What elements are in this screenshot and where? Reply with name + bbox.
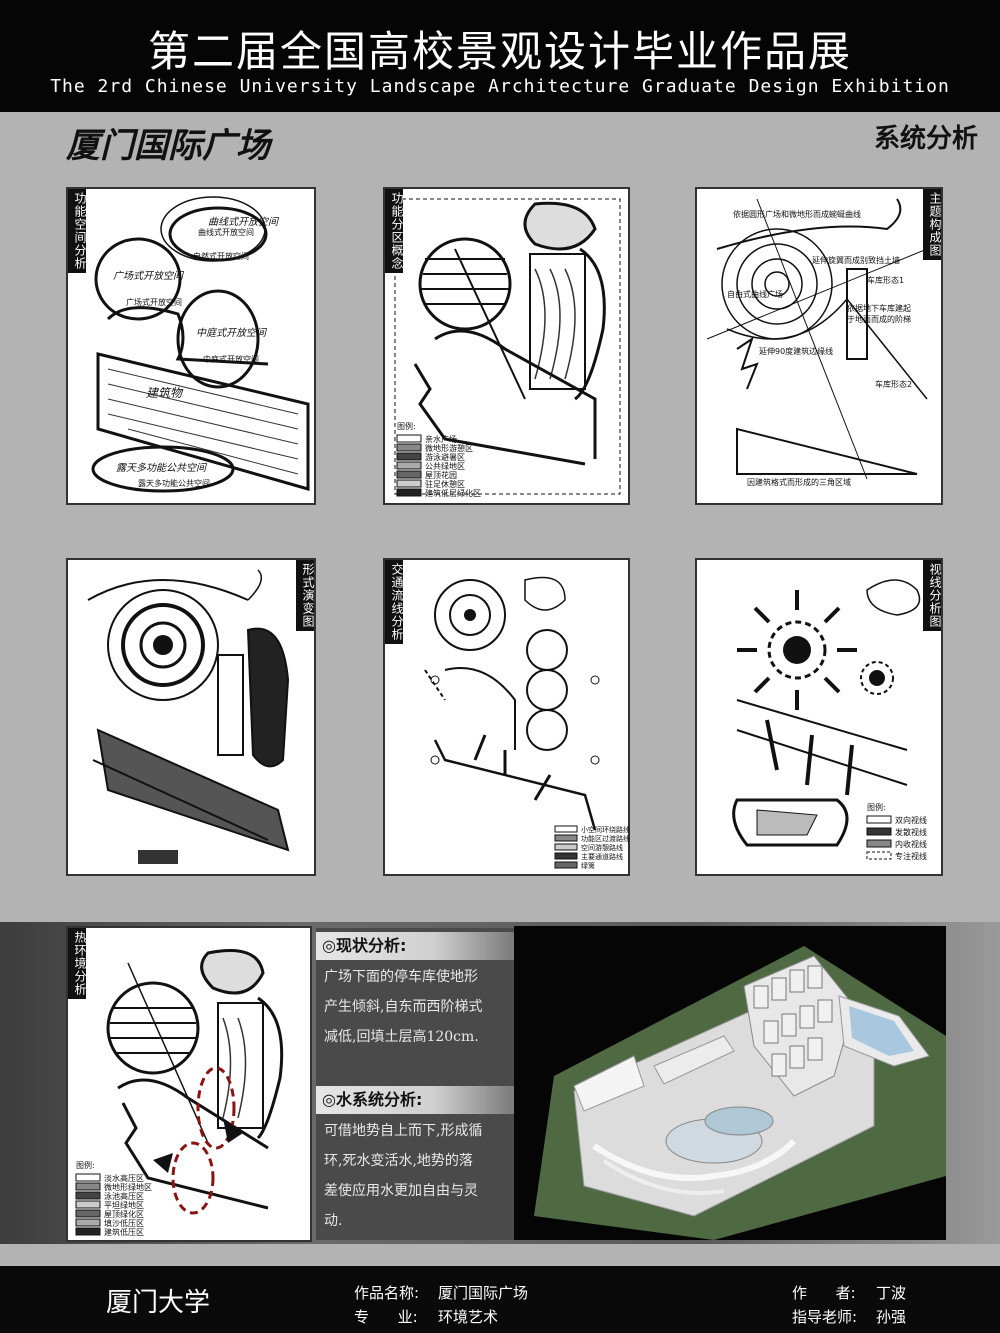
status-line: 广场下面的停车库使地形 bbox=[324, 969, 478, 985]
advisor-label: 指导老师: bbox=[792, 1308, 858, 1326]
legend-item: 泳池高压区 bbox=[104, 1192, 144, 1201]
theme-note: 延伸旋翼而成别致挡土墙 bbox=[812, 256, 900, 265]
theme-note: 自由式曲线广场 bbox=[727, 290, 783, 299]
legend-item: 专注视线 bbox=[895, 852, 927, 861]
handwriting-outdoor-space: 露天多功能公共空间 bbox=[116, 463, 206, 474]
legend-item: 双向视线 bbox=[895, 816, 927, 825]
panel-traffic-flow: 交通流线分析 小空间环绕路线 功能区过渡路线 空间游憩路线 主要通道路线 绿篱 bbox=[383, 558, 630, 876]
note-outdoor-space: 露天多功能公共空间 bbox=[138, 479, 210, 488]
sightline-legend-swatches bbox=[866, 815, 892, 860]
panel-label-sightline: 视线分析图 bbox=[923, 560, 942, 631]
theme-note: 依据地下车库建起于地面而成的阶梯 bbox=[847, 304, 911, 324]
panel-label-zoning-concept: 功能分区概念 bbox=[385, 189, 404, 273]
author-label: 作 者: bbox=[792, 1284, 856, 1302]
panel-sightline: 视线分析图 图例: 双向视线 发散视线 内收视线 专注视线 bbox=[695, 558, 943, 876]
zoning-legend-title: 图例: bbox=[397, 422, 416, 431]
advisor-value: 孙强 bbox=[876, 1308, 907, 1326]
zoning-legend-swatches bbox=[396, 434, 422, 497]
header-banner: 第二届全国高校景观设计毕业作品展 The 2rd Chinese Univers… bbox=[0, 0, 1000, 112]
sketch-function-space bbox=[91, 196, 310, 493]
legend-item: 主要通道路线 bbox=[581, 853, 623, 861]
panel-form-evolution: 形式演变图 bbox=[66, 558, 316, 876]
status-line: 产生倾斜,自东而西阶梯式 bbox=[324, 999, 483, 1015]
site-model-illustration bbox=[534, 946, 946, 1240]
note-atrium-space: 中庭式开放空间 bbox=[203, 355, 259, 364]
legend-item: 发散视线 bbox=[895, 828, 927, 837]
legend-item: 填沙低压区 bbox=[104, 1219, 144, 1228]
work-name-value: 厦门国际广场 bbox=[438, 1284, 529, 1302]
legend-item: 建筑低压区 bbox=[104, 1228, 144, 1237]
analysis-column: ◎现状分析: 广场下面的停车库使地形 产生倾斜,自东而西阶梯式 减低,回填土层高… bbox=[316, 928, 514, 1240]
note-curve-space: 曲线式开放空间 bbox=[198, 228, 254, 237]
exhibition-title-cn: 第二届全国高校景观设计毕业作品展 bbox=[147, 27, 852, 76]
major-value: 环境艺术 bbox=[438, 1308, 499, 1326]
legend-item: 淡水高压区 bbox=[104, 1174, 144, 1183]
author-value: 丁波 bbox=[876, 1284, 907, 1302]
water-analysis-heading: ◎水系统分析: bbox=[316, 1086, 514, 1114]
status-analysis-text: 广场下面的停车库使地形 产生倾斜,自东而西阶梯式 减低,回填土层高120cm. bbox=[324, 962, 510, 1052]
legend-item: 空间游憩路线 bbox=[581, 844, 623, 852]
panel-function-space: 功能空间分析 曲线式开放空间 自然式开放空间 广场式开放空间 中庭式开放空间 露… bbox=[66, 187, 316, 505]
panel-label-thermal: 热环境分析 bbox=[68, 928, 87, 999]
legend-item: 小空间环绕路线 bbox=[581, 826, 630, 834]
legend-item: 微地形游憩区 bbox=[425, 444, 473, 453]
sketch-form-evolution bbox=[87, 569, 290, 864]
legend-item: 功能区过渡路线 bbox=[581, 835, 630, 843]
legend-item: 内收视线 bbox=[895, 840, 927, 849]
water-line: 动. bbox=[324, 1213, 343, 1229]
note-plaza-space: 广场式开放空间 bbox=[126, 298, 182, 307]
panel-label-function-space: 功能空间分析 bbox=[68, 189, 87, 273]
status-analysis-heading: ◎现状分析: bbox=[316, 932, 514, 960]
theme-note: 延伸90度建筑边缘线 bbox=[759, 347, 834, 356]
panel-label-theme-composition: 主题构成图 bbox=[923, 189, 942, 260]
panel-theme-composition: 主题构成图 依据圆形广场和微地形而成蜿蜒曲线 延伸旋翼而成别致挡土墙 车库形态1… bbox=[695, 187, 943, 505]
project-title: 厦门国际广场 bbox=[66, 126, 270, 166]
legend-item: 平坦绿地区 bbox=[104, 1201, 144, 1210]
legend-item: 微地形绿地区 bbox=[104, 1183, 152, 1192]
legend-item: 建筑低层绿化区 bbox=[425, 489, 481, 498]
status-line: 减低,回填土层高120cm. bbox=[324, 1029, 479, 1045]
thermal-legend-swatches bbox=[75, 1173, 101, 1236]
theme-note: 车库形态1 bbox=[867, 276, 905, 285]
theme-note: 因建筑格式而形成的三角区域 bbox=[747, 478, 851, 487]
traffic-legend-swatches bbox=[554, 825, 578, 869]
thermal-legend-title: 图例: bbox=[76, 1161, 95, 1170]
water-line: 环,死水变活水,地势的落 bbox=[324, 1153, 473, 1169]
legend-item: 驻足休憩区 bbox=[425, 480, 465, 489]
note-natural-space: 自然式开放空间 bbox=[193, 252, 249, 261]
handwriting-plaza-space: 广场式开放空间 bbox=[113, 271, 183, 282]
handwriting-building: 建筑物 bbox=[146, 386, 183, 400]
sketch-thermal-environment bbox=[75, 949, 284, 1236]
water-line: 差使应用水更加自由与灵 bbox=[324, 1183, 478, 1199]
section-title: 系统分析 bbox=[873, 124, 978, 154]
panel-zoning-concept: 功能分区概念 图例: 亲水广场 微地形游憩区 游泳避暑区 公共绿地区 屋顶花园 … bbox=[383, 187, 630, 505]
theme-note: 车库形态2 bbox=[875, 380, 913, 389]
legend-item: 绿篱 bbox=[581, 862, 595, 870]
work-name-label: 作品名称: bbox=[354, 1284, 420, 1302]
legend-item: 公共绿地区 bbox=[425, 462, 465, 471]
major-label: 专 业: bbox=[354, 1308, 418, 1326]
legend-item: 游泳避暑区 bbox=[425, 453, 465, 462]
school-name: 厦门大学 bbox=[106, 1288, 211, 1318]
water-analysis-text: 可借地势自上而下,形成循 环,死水变活水,地势的落 差使应用水更加自由与灵 动. bbox=[324, 1116, 510, 1236]
sketch-sightline bbox=[732, 579, 921, 860]
legend-item: 屋顶绿化区 bbox=[104, 1210, 144, 1219]
panel-thermal-environment: 热环境分析 图例: 淡水高压区 微地形绿地区 泳池高压区 平坦绿地区 屋顶绿化区… bbox=[66, 926, 312, 1242]
sketch-traffic-flow bbox=[424, 576, 600, 869]
sightline-legend-title: 图例: bbox=[867, 803, 886, 812]
exhibition-title-en: The 2rd Chinese University Landscape Arc… bbox=[50, 76, 950, 97]
sketch-theme-composition bbox=[706, 198, 928, 480]
handwriting-curve-space: 曲线式开放空间 bbox=[208, 217, 278, 228]
sketch-zoning-concept bbox=[394, 198, 621, 497]
site-model-render bbox=[514, 926, 946, 1240]
water-line: 可借地势自上而下,形成循 bbox=[324, 1123, 483, 1139]
footer: 厦门大学 作品名称: 厦门国际广场 专 业: 环境艺术 作 者: 丁波 指导老师… bbox=[0, 1266, 1000, 1333]
panel-label-form-evolution: 形式演变图 bbox=[296, 560, 315, 631]
legend-item: 屋顶花园 bbox=[425, 471, 457, 480]
legend-item: 亲水广场 bbox=[425, 435, 457, 444]
theme-note: 依据圆形广场和微地形而成蜿蜒曲线 bbox=[733, 210, 861, 219]
handwriting-atrium-space: 中庭式开放空间 bbox=[196, 328, 266, 339]
panel-label-traffic-flow: 交通流线分析 bbox=[385, 560, 404, 644]
